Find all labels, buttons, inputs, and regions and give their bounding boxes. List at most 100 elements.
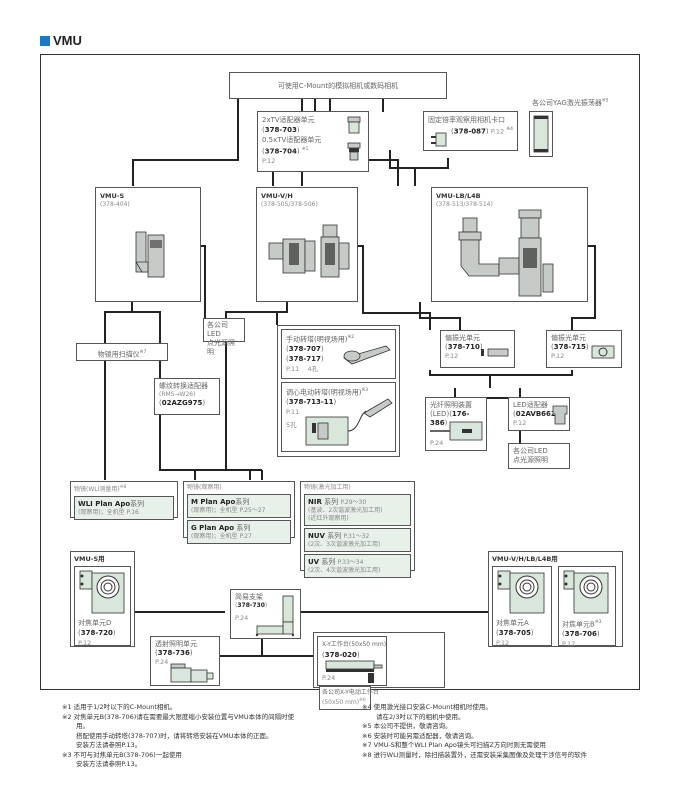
vmu-lb-unit-icon: [458, 209, 554, 297]
xy-stage-group: X-Y工作台(50x50 mm) (378-020) P.24 各公司X-Y电动…: [313, 632, 445, 710]
polarizer-unit-box-1[interactable]: 偏振光单元 (378-710) P.12: [440, 330, 515, 368]
scanner-box[interactable]: 物镜用扫描仪※7: [76, 343, 168, 361]
xy-stage-page: P.24: [322, 674, 336, 682]
transmit-label: 透射照明单元: [155, 640, 197, 648]
polarizer-1-label: 偏振光单元: [445, 334, 480, 342]
led-point-2-line2: 点光源照明: [513, 456, 548, 464]
wli-plan-apo-item[interactable]: WLI Plan Apo系列 (观察用)；全机型 P.16: [74, 496, 174, 520]
focus-unit-a-box[interactable]: 对焦单元A (378-705) P.12: [492, 566, 552, 647]
fixed-mount-box[interactable]: 固定倍率观察用相机卡口 (378-087) P.12 ※4: [423, 111, 518, 151]
xy-stage-pn: 378-020: [324, 651, 357, 659]
vmu-lb-box[interactable]: VMU-LB/L4B (378-513/378-514): [431, 187, 588, 302]
led-point-1-line2: 点光源照明: [207, 339, 235, 356]
yag-label: 各公司YAG激光振荡器※5: [532, 98, 609, 107]
thread-adapter-sub: (RMS→W26): [159, 391, 196, 398]
laser-oscillator-icon: [533, 115, 549, 153]
camera-mount-icon: [431, 132, 447, 147]
focus-s-group: VMU-S用 对焦单元D (378-720) P.12: [70, 551, 135, 647]
vmu-s-name: VMU-S: [100, 192, 125, 200]
nuv-series-item[interactable]: NUV 系列 P.31～32 (2次、3次谐波激光加工用): [304, 528, 411, 552]
vmu-lb-name: VMU-LB/L4B: [436, 192, 481, 200]
note-ref: ※7: [139, 350, 147, 355]
xy-stage-box[interactable]: X-Y工作台(50x50 mm) (378-020) P.24: [317, 636, 387, 686]
thread-adapter-label: 螺纹转换适配器: [159, 382, 208, 390]
vmu-lb-pn: 378-513/378-514: [438, 201, 491, 208]
vmu-vh-box[interactable]: VMU-V/H (378-505/378-506): [256, 187, 358, 302]
fiber-illuminator-icon: [430, 421, 483, 441]
focus-unit-icon: [497, 570, 545, 614]
manual-turret-box[interactable]: 手动转塔(明视场用)※2 (378-707) (378-717) P.11 4孔: [281, 329, 396, 379]
objective-observation-group: 物镜(观察用) M Plan Apo系列 (观察用)；全机型 P.25～27 G…: [183, 481, 295, 544]
focus-a-label: 对焦单元A: [496, 619, 529, 627]
led-adapter-box[interactable]: LED适配器 (02AVB662) P.12: [508, 397, 570, 431]
led-adapter-pn: 02AVB662: [515, 410, 556, 418]
fiber-light-box[interactable]: 光纤照明装置 (LED)(176-386) P.24: [425, 397, 487, 451]
vmu-vh-pn: 378-505/378-506: [263, 201, 316, 208]
led-point-light-box-1[interactable]: 各公司LED 点光源照明: [203, 318, 245, 356]
polarizer-unit-box-2[interactable]: 偏振光单元 (378-715) P.12: [546, 330, 622, 368]
footnote: ※1 适用于1/2吋以下的C-Mount相机。: [62, 703, 177, 711]
footnote: ※6 安装时可能另需适配器，敬请咨询。: [362, 731, 478, 740]
objective-wli-header: 物镜(WLI测量用): [74, 486, 120, 493]
polarizer-icon: [591, 345, 615, 359]
footnote: ※4 使用激光接口安装C-Mount相机时使用。: [362, 703, 492, 711]
thread-adapter-box[interactable]: 螺纹转换适配器 (RMS→W26) (02AZG975): [154, 378, 220, 415]
note-ref: ※1: [301, 147, 309, 152]
polarizer-1-pn: 378-710: [447, 343, 480, 351]
footnote: 请在2/3吋以下的相机中使用。: [376, 712, 465, 721]
m-plan-apo-item[interactable]: M Plan Apo系列 (观察用)；全机型 P.25～27: [187, 494, 291, 518]
tv-adapter-2x-pn: 378-703: [264, 126, 297, 134]
motor-turret-page: P.11: [286, 408, 300, 417]
focus-vh-group: VMU-V/H/LB/L4B用 对焦单元A (378-705) P.12 对焦单…: [488, 551, 623, 648]
transmit-page: P.24: [155, 658, 169, 666]
led-point-light-box-2[interactable]: 各公司LED 点光源照明: [508, 443, 570, 469]
turret-group: 手动转塔(明视场用)※2 (378-707) (378-717) P.11 4孔…: [277, 325, 400, 457]
focus-unit-d-box[interactable]: 对焦单元D (378-720) P.12: [74, 566, 131, 647]
simple-stand-box[interactable]: 简易支架 (378-730) P.24: [230, 589, 301, 639]
yag-box[interactable]: [529, 111, 553, 157]
led-point-1-line1: 各公司LED: [207, 321, 228, 338]
xy-motor-stage-box[interactable]: 各公司X-Y电动工作台 (50x50 mm)※6: [319, 686, 379, 710]
polarizer-2-label: 偏振光单元: [551, 334, 586, 342]
manual-turret-holes: 4孔: [307, 365, 319, 374]
g-plan-apo-item[interactable]: G Plan Apo 系列 (观察用)；全机型 P.27: [187, 520, 291, 544]
fiber-label: 光纤照明装置: [430, 401, 472, 409]
footnote: ※7 VMU-S和整个WLI Plan Apo镜头可扫描Z方向时则无需使用: [362, 741, 546, 749]
transmit-pn: 378-736: [157, 649, 190, 657]
focus-unit-b-box[interactable]: 对焦单元B※3 (378-706) P.12: [558, 566, 616, 648]
vmu-s-unit-icon: [135, 231, 165, 278]
section-title: VMU: [40, 33, 82, 48]
footnote: 用。: [76, 722, 89, 730]
transmit-illumination-box[interactable]: 透射照明单元 (378-736) P.24: [150, 636, 220, 686]
note-ref: ※4: [506, 127, 513, 132]
motor-turret-icon: [305, 398, 393, 446]
focus-d-pn: 378-720: [80, 629, 113, 637]
led-adapter-page: P.12: [513, 419, 527, 427]
fixed-mount-pn: 378-087: [453, 127, 486, 136]
polarizer-icon: [481, 348, 509, 357]
tv-adapter-2x-label: 2xTV适配器单元: [262, 116, 315, 124]
xy-motor-label: 各公司X-Y电动工作台: [322, 689, 379, 696]
focus-s-header: VMU-S用: [74, 555, 105, 563]
camera-box[interactable]: 可使用C-Mount的模拟相机或数码相机: [229, 72, 447, 99]
uv-series-item[interactable]: UV 系列 P.33～34 (2次、4次谐波激光加工用): [304, 554, 411, 578]
thread-adapter-pn: 02AZG975: [161, 399, 203, 407]
fixed-mount-label: 固定倍率观察用相机卡口: [428, 116, 505, 124]
footnote: 安装方法请参照P.13。: [76, 741, 142, 749]
xy-stage-icon: [325, 660, 383, 683]
tv-adapter-05x-label: 0.5xTV适配器单元: [262, 136, 322, 144]
vmu-s-box[interactable]: VMU-S (378-404): [95, 187, 201, 302]
manual-turret-pn2: 378-717: [288, 355, 321, 364]
motor-turret-box[interactable]: 调心电动转塔(明视场用)※3 (378-713-11) P.11 5孔: [281, 382, 396, 452]
focus-a-pn: 378-705: [498, 629, 531, 637]
manual-turret-label: 手动转塔(明视场用): [286, 335, 348, 344]
objective-wli-group: 物镜(WLI测量用)※8 WLI Plan Apo系列 (观察用)；全机型 P.…: [70, 481, 178, 520]
stand-label: 简易支架: [235, 593, 263, 601]
footnotes-left: ※1 适用于1/2吋以下的C-Mount相机。 ※2 对焦单元B(378-706…: [62, 703, 294, 770]
focus-unit-icon: [79, 570, 125, 614]
motor-turret-holes: 5孔: [286, 421, 297, 430]
nir-series-item[interactable]: NIR 系列 P.29～30 (基波、2次谐波激光加工用) (近红外观察用): [304, 494, 411, 526]
polarizer-1-page: P.12: [445, 352, 459, 360]
footnote: 搭配使用手动转塔(378-707)时，请将转塔安装在VMU本体的正面。: [76, 731, 273, 740]
tv-adapter-box[interactable]: 2xTV适配器单元 (378-703) 0.5xTV适配器单元 (378-704…: [257, 111, 369, 172]
